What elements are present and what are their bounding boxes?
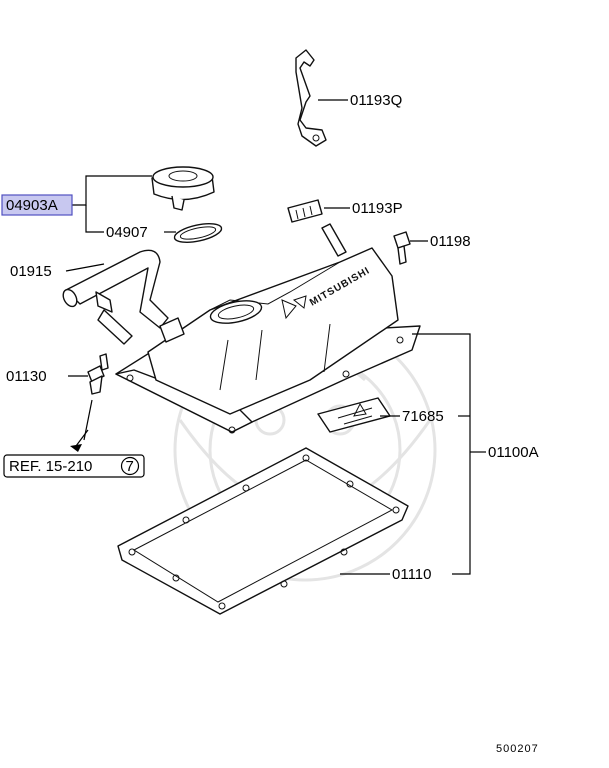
- part-label-04903A[interactable]: 04903A: [6, 197, 58, 214]
- part-label-71685[interactable]: 71685: [402, 408, 444, 425]
- part-labels: 01193Q 04903A 01193P 04907 01198 01915 0…: [1, 92, 539, 583]
- pcv-valve-drawing[interactable]: [87, 353, 109, 395]
- part-label-01110[interactable]: 01110: [392, 566, 432, 583]
- leader-lines: [65, 99, 486, 575]
- part-label-01130[interactable]: 01130: [6, 368, 47, 385]
- part-label-01193P[interactable]: 01193P: [352, 200, 403, 217]
- reference-label: REF. 15-210: [9, 458, 92, 475]
- part-label-01198[interactable]: 01198: [430, 233, 471, 250]
- reference-circled-number: 7: [126, 458, 134, 475]
- breather-hose-drawing[interactable]: [60, 249, 169, 345]
- part-label-01100A[interactable]: 01100A: [488, 444, 539, 461]
- part-label-04907[interactable]: 04907: [106, 224, 148, 241]
- caution-label-drawing[interactable]: [317, 397, 391, 433]
- cap-gasket-drawing[interactable]: [173, 220, 223, 246]
- selected-part-highlight: [1, 194, 73, 216]
- bolt-drawing[interactable]: [393, 231, 411, 265]
- reference-link[interactable]: REF. 15-210 7: [3, 454, 145, 478]
- bracket-clip-drawing[interactable]: [295, 49, 327, 147]
- part-label-01915[interactable]: 01915: [10, 263, 52, 280]
- part-label-01193Q[interactable]: 01193Q: [350, 92, 402, 109]
- rocker-cover-drawing[interactable]: MITSUBISHI: [115, 223, 421, 434]
- cover-gasket-drawing[interactable]: [117, 447, 409, 615]
- small-clip-drawing[interactable]: [287, 199, 323, 223]
- circled-number-icon: [120, 456, 140, 476]
- down-arrow-icon: [70, 429, 89, 452]
- oil-filler-cap-drawing[interactable]: [151, 166, 215, 211]
- diagram-code: 500207: [496, 743, 539, 755]
